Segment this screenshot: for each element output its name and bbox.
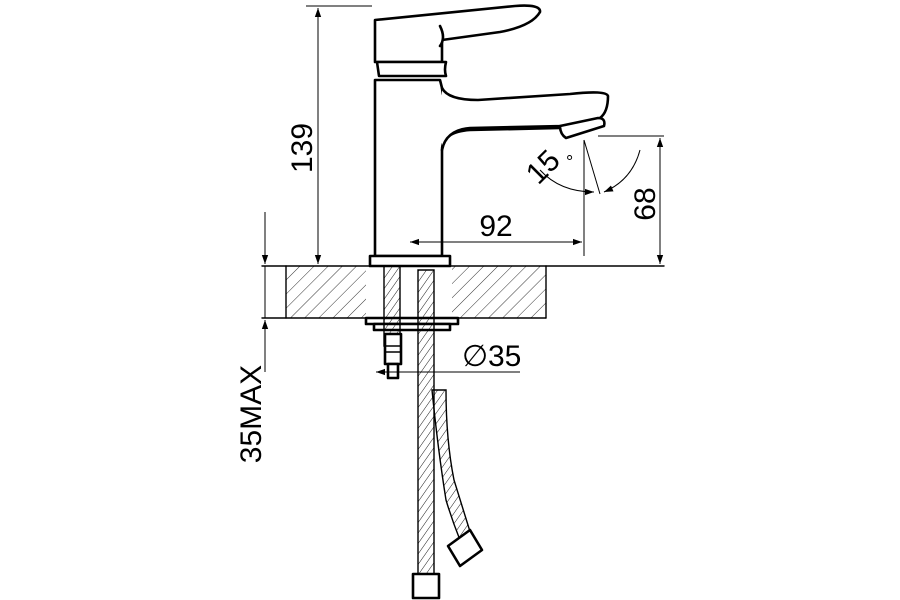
spray-angle-label: 15 <box>520 144 567 191</box>
spray-angle-unit: ° <box>566 152 573 172</box>
faucet-body <box>368 4 610 268</box>
spout <box>440 86 610 152</box>
dim-spray-angle: 15 ° <box>520 139 641 196</box>
base-flange <box>368 254 452 268</box>
dim-spout-reach: 92 <box>410 140 585 256</box>
countertop-section <box>261 265 665 319</box>
dim-hole-diameter: ∅ 35 <box>376 340 521 376</box>
mounting-assembly <box>364 265 460 380</box>
spout-height-label: 68 <box>629 187 662 220</box>
dim-spout-height: 68 <box>598 135 664 264</box>
cartridge-collar <box>375 60 448 78</box>
aerator <box>558 116 606 140</box>
hole-diameter-label: 35 <box>488 340 521 373</box>
total-height-label: 139 <box>286 123 319 173</box>
flex-hoses <box>411 269 484 600</box>
dim-total-height: 139 <box>286 5 372 267</box>
diameter-symbol: ∅ <box>462 340 488 373</box>
max-thickness-label: 35MAX <box>235 365 268 463</box>
lever-handle <box>373 4 542 64</box>
fixing-nut <box>383 332 403 366</box>
spout-reach-label: 92 <box>479 210 512 243</box>
dim-max-thickness: 35MAX <box>235 212 269 463</box>
